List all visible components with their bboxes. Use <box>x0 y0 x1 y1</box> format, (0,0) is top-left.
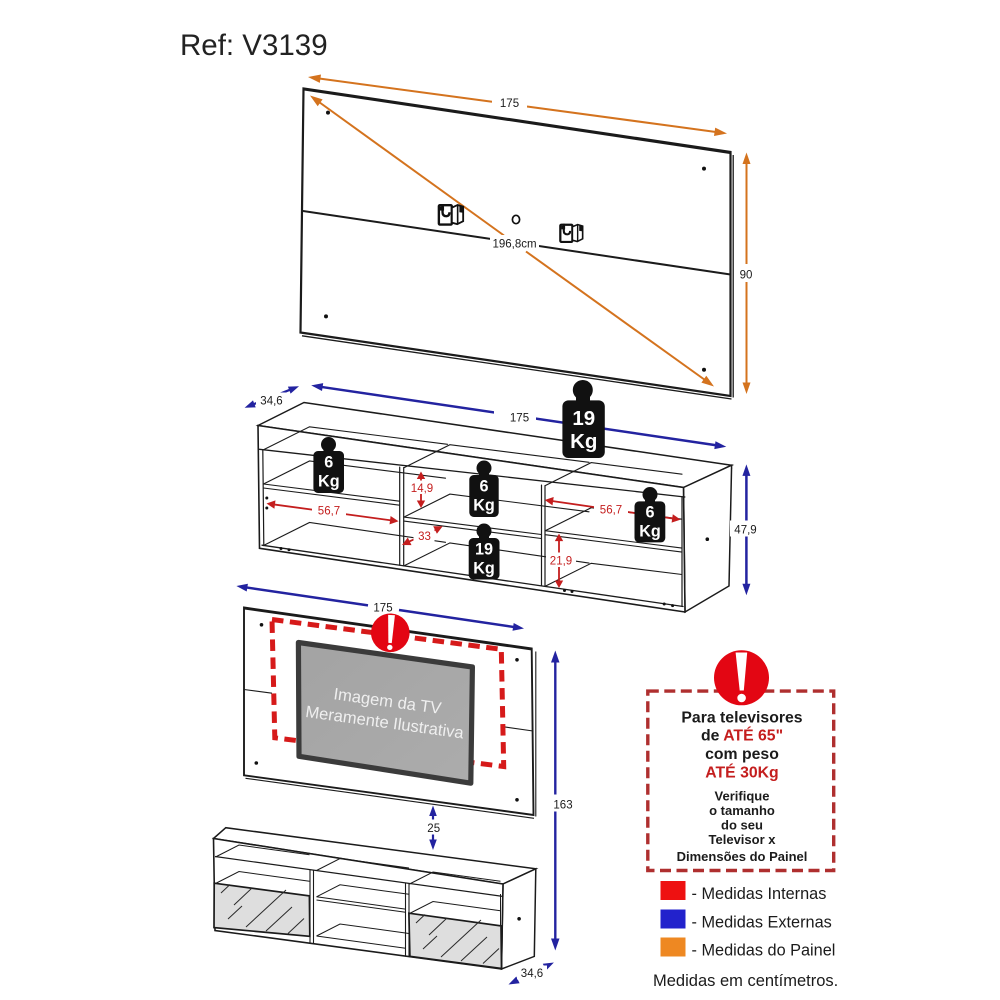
svg-text:com peso: com peso <box>705 746 779 763</box>
svg-text:o tamanho: o tamanho <box>709 803 775 818</box>
svg-text:Dimensões do Painel: Dimensões do Painel <box>677 849 808 864</box>
svg-text:19: 19 <box>475 541 493 559</box>
svg-text:19: 19 <box>572 407 595 430</box>
svg-text:Para televisores: Para televisores <box>681 710 802 727</box>
svg-text:Kg: Kg <box>318 473 340 491</box>
svg-text:196,8cm: 196,8cm <box>492 239 536 251</box>
svg-text:6: 6 <box>479 478 488 496</box>
svg-text:Kg: Kg <box>570 430 597 453</box>
svg-text:ATÉ 30Kg: ATÉ 30Kg <box>705 763 778 782</box>
svg-text:Medidas em centímetros.: Medidas em centímetros. <box>653 972 838 990</box>
svg-text:Televisor x: Televisor x <box>709 832 777 847</box>
svg-text:47,9: 47,9 <box>734 525 756 537</box>
svg-text:- Medidas Internas: - Medidas Internas <box>692 885 827 903</box>
svg-text:14,9: 14,9 <box>411 483 433 495</box>
svg-text:34,6: 34,6 <box>521 968 543 980</box>
svg-text:do seu: do seu <box>721 818 763 833</box>
svg-text:Kg: Kg <box>473 560 495 578</box>
svg-text:90: 90 <box>740 270 753 282</box>
svg-text:6: 6 <box>324 454 333 472</box>
svg-text:163: 163 <box>553 800 572 812</box>
svg-text:56,7: 56,7 <box>318 506 340 518</box>
svg-text:175: 175 <box>500 98 519 110</box>
svg-text:33: 33 <box>418 531 431 543</box>
svg-text:- Medidas do Painel: - Medidas do Painel <box>692 942 836 960</box>
svg-text:175: 175 <box>510 413 529 425</box>
svg-text:Kg: Kg <box>639 523 661 541</box>
svg-text:6: 6 <box>645 504 654 522</box>
svg-text:de ATÉ 65": de ATÉ 65" <box>701 726 783 745</box>
svg-text:34,6: 34,6 <box>260 396 282 408</box>
svg-text:- Medidas Externas: - Medidas Externas <box>692 914 832 932</box>
svg-text:21,9: 21,9 <box>550 556 572 568</box>
svg-text:25: 25 <box>427 823 440 835</box>
svg-text:56,7: 56,7 <box>600 505 622 517</box>
svg-text:175: 175 <box>373 603 392 615</box>
svg-text:Kg: Kg <box>473 497 495 515</box>
svg-text:Verifique: Verifique <box>715 789 770 804</box>
svg-text:Ref: V3139: Ref: V3139 <box>180 29 328 62</box>
